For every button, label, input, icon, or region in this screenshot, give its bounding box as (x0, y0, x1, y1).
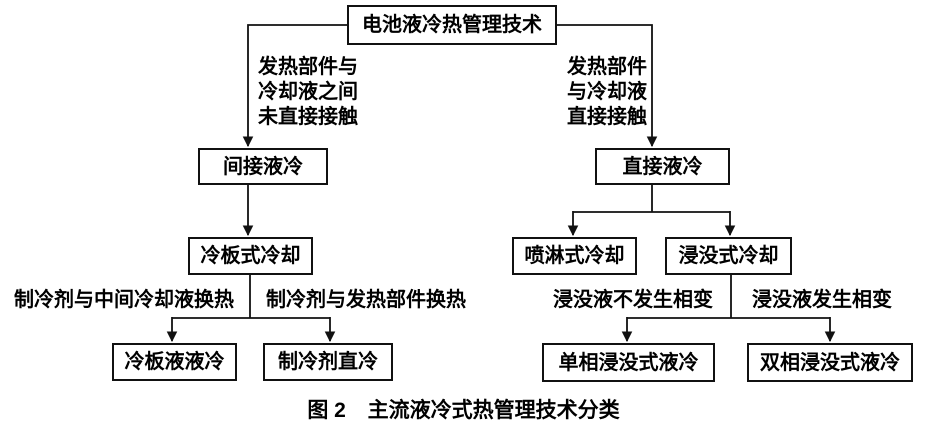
node-indirect-cooling: 间接液冷 (198, 148, 328, 185)
figure-caption-text: 主流液冷式热管理技术分类 (367, 399, 620, 422)
edge-label-immersion-left: 浸没液不发生相变 (553, 289, 713, 311)
node-plate-liquid: 冷板液液冷 (112, 343, 237, 381)
edge-label-line: 直接接触 (567, 106, 647, 128)
node-spray-cooling: 喷淋式冷却 (512, 237, 637, 275)
edge-label-line: 与冷却液 (567, 81, 647, 103)
node-dual-phase: 双相浸没式液冷 (747, 343, 913, 382)
figure-caption-number: 图 2 (307, 399, 346, 422)
edge-direct-branch (567, 185, 736, 237)
node-immersion-cooling: 浸没式冷却 (665, 237, 792, 275)
edge-label-immersion-right: 浸没液发生相变 (752, 289, 892, 311)
edge-label-indirect-condition: 发热部件与 冷却液之间 未直接接触 (258, 55, 358, 130)
node-direct-cooling: 直接液冷 (595, 148, 730, 185)
edge-label-direct-condition: 发热部件 与冷却液 直接接触 (550, 55, 647, 130)
node-single-phase: 单相浸没式液冷 (542, 343, 715, 382)
node-cold-plate: 冷板式冷却 (188, 237, 313, 275)
edge-label-line: 发热部件 (567, 56, 647, 78)
edge-label-coldplate-left: 制冷剂与中间冷却液换热 (14, 289, 234, 311)
edge-label-line: 发热部件与 (258, 56, 358, 78)
figure-caption: 图 2 主流液冷式热管理技术分类 (0, 398, 927, 424)
edge-label-line: 未直接接触 (258, 106, 358, 128)
node-root: 电池液冷热管理技术 (347, 5, 557, 45)
edge-label-line: 冷却液之间 (258, 81, 358, 103)
edge-label-coldplate-right: 制冷剂与发热部件换热 (266, 289, 466, 311)
node-refrigerant-direct: 制冷剂直冷 (263, 343, 393, 381)
